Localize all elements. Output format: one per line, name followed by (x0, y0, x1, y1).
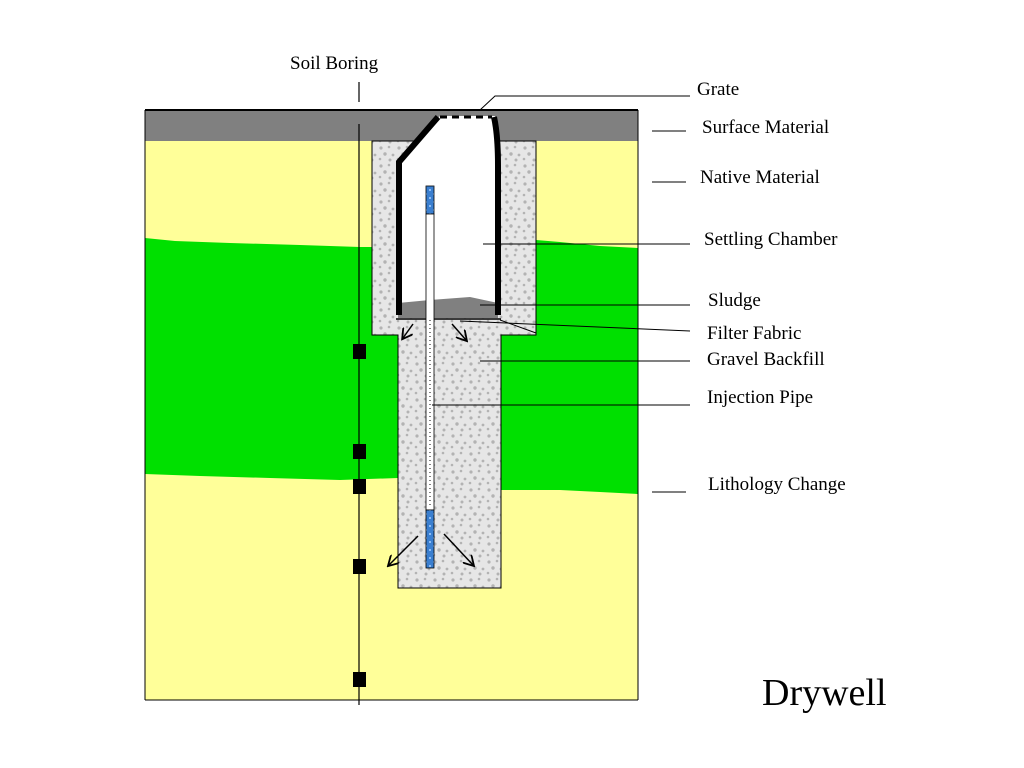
boring-sample-marker (353, 479, 366, 494)
boring-sample-marker (353, 344, 366, 359)
leader-filter-fabric (459, 320, 691, 332)
flow-arrows (389, 323, 473, 565)
pipe-lower-screen (425, 509, 435, 569)
label-soil-boring: Soil Boring (290, 53, 379, 74)
boring-sample-marker (353, 672, 366, 687)
diagram-title: Drywell (762, 672, 887, 714)
label-lithology-change: Lithology Change (708, 474, 846, 495)
label-surface-material: Surface Material (702, 117, 829, 138)
label-filter-fabric: Filter Fabric (707, 323, 801, 344)
sludge-layer (398, 297, 498, 318)
flow-arrow-upper-right (451, 323, 466, 340)
green-soil-layer (145, 238, 398, 480)
green-soil-layer-right (501, 240, 638, 494)
chamber-left-wall (396, 115, 441, 315)
label-sludge: Sludge (708, 290, 761, 311)
labels: Soil Boring Grate Surface Material Nativ… (290, 53, 887, 714)
filter-fabric (499, 319, 537, 334)
pipe-casing (425, 213, 435, 511)
boring-sample-marker (353, 444, 366, 459)
leader-lines (432, 95, 691, 493)
leader-grate (479, 95, 690, 111)
chamber-right-wall (491, 116, 501, 315)
settling-chamber (396, 115, 537, 334)
label-native-material: Native Material (700, 167, 820, 188)
label-injection-pipe: Injection Pipe (707, 387, 813, 408)
flow-arrow-upper-left (403, 323, 414, 338)
surface-material-layer (145, 110, 638, 141)
boring-sample-marker (353, 559, 366, 574)
label-settling-chamber: Settling Chamber (704, 229, 838, 250)
flow-arrow-lower-left (389, 535, 419, 565)
injection-pipe (425, 185, 435, 569)
label-grate: Grate (697, 79, 739, 100)
pipe-upper-screen (425, 185, 435, 215)
label-gravel-backfill: Gravel Backfill (707, 349, 825, 370)
soil-boring (353, 82, 366, 705)
chamber-interior (398, 116, 498, 318)
flow-arrow-lower-right (443, 533, 473, 565)
